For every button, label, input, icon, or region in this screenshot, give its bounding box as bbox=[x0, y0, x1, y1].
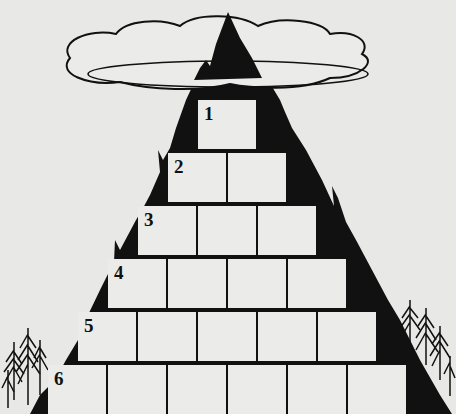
empty-box bbox=[228, 153, 286, 202]
empty-box bbox=[138, 312, 196, 361]
row-number: 2 bbox=[168, 153, 184, 176]
numbered-box: 3 bbox=[138, 206, 196, 255]
empty-box bbox=[108, 365, 166, 414]
trees bbox=[400, 300, 455, 396]
mountain-peak bbox=[194, 12, 262, 80]
empty-box bbox=[168, 259, 226, 308]
empty-box bbox=[288, 259, 346, 308]
empty-box bbox=[318, 312, 376, 361]
empty-box bbox=[258, 312, 316, 361]
trees bbox=[2, 328, 48, 408]
numbered-box: 2 bbox=[168, 153, 226, 202]
numbered-box: 1 bbox=[198, 100, 256, 149]
empty-box bbox=[198, 312, 256, 361]
empty-box bbox=[168, 365, 226, 414]
empty-box bbox=[258, 206, 316, 255]
empty-box bbox=[228, 259, 286, 308]
numbered-box: 6 bbox=[48, 365, 106, 414]
empty-box bbox=[198, 206, 256, 255]
numbered-box: 4 bbox=[108, 259, 166, 308]
row-number: 3 bbox=[138, 206, 154, 229]
row-number: 6 bbox=[48, 365, 64, 388]
empty-boxes bbox=[108, 153, 406, 414]
empty-box bbox=[348, 365, 406, 414]
row-number: 1 bbox=[198, 100, 214, 123]
row-number: 5 bbox=[78, 312, 94, 335]
numbered-box: 5 bbox=[78, 312, 136, 361]
row-number: 4 bbox=[108, 259, 124, 282]
empty-box bbox=[228, 365, 286, 414]
empty-box bbox=[288, 365, 346, 414]
